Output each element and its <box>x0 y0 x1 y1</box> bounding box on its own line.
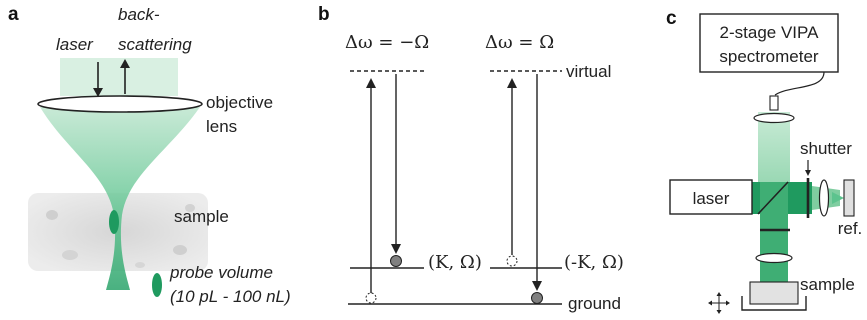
spectrometer-label-line2: spectrometer <box>719 47 819 66</box>
delta-omega-left: Δω = −Ω <box>345 32 429 53</box>
beam-splitter <box>757 181 789 215</box>
sample-beam <box>760 182 788 282</box>
reference-sample <box>843 179 855 217</box>
laser-box <box>669 179 753 215</box>
panel-b: b Δω = −Ω Δω = Ω virtual (K, Ω) (-K, Ω) … <box>318 4 624 313</box>
shutter-label: shutter <box>800 139 852 158</box>
coupling-lens <box>753 112 795 124</box>
panel-a-label: a <box>8 4 19 25</box>
ref-label: ref. <box>838 219 863 238</box>
back-scattering-label-line2: scattering <box>118 35 192 54</box>
initial-state-empty-left <box>365 292 377 304</box>
objective-lens <box>37 95 203 113</box>
objective-label-line2: lens <box>206 117 237 136</box>
sample-objective <box>755 252 793 264</box>
panel-a: a laser back- scattering obj <box>8 4 291 306</box>
objective-label-line1: objective <box>206 93 273 112</box>
panel-b-label: b <box>318 4 330 25</box>
incident-beam <box>60 58 178 96</box>
probe-volume-label: probe volume <box>169 263 273 282</box>
probe-volume-legend-icon <box>152 273 162 297</box>
backscatter-up-arrow <box>120 59 130 94</box>
ground-label: ground <box>568 294 621 313</box>
panel-c-label: c <box>666 8 677 29</box>
laser-source-label: laser <box>693 189 730 208</box>
left-excitation-arrow <box>366 78 376 297</box>
right-emission-arrow <box>532 74 542 291</box>
shutter-arrow <box>805 160 811 176</box>
virtual-label: virtual <box>566 62 611 81</box>
optical-fiber <box>774 71 825 96</box>
spectrometer-box <box>699 13 839 73</box>
right-excitation-arrow <box>507 78 517 255</box>
translation-arrows-icon <box>708 292 730 314</box>
reference-focus <box>832 192 844 204</box>
laser-down-arrow <box>93 62 103 97</box>
signal-beam <box>758 112 790 182</box>
delta-omega-right: Δω = Ω <box>485 32 554 53</box>
sample-holder <box>749 281 799 305</box>
laser-label: laser <box>56 35 94 54</box>
final-state-filled-right <box>531 292 543 304</box>
panel-c: c 2-stage VIPA spectrometer laser shutte… <box>666 8 862 314</box>
probe-volume-focus <box>109 210 119 234</box>
probe-volume-range: (10 pL - 100 nL) <box>170 287 291 306</box>
back-scattering-label-line1: back- <box>118 5 160 24</box>
left-emission-arrow <box>391 74 401 254</box>
focusing-beam <box>40 107 200 290</box>
state-label-right: (-K, Ω) <box>564 252 624 273</box>
state-label-left: (K, Ω) <box>428 252 482 273</box>
sample-setup-label: sample <box>800 275 855 294</box>
spectrometer-label-line1: 2-stage VIPA <box>720 23 820 42</box>
initial-state-empty-right <box>506 255 518 267</box>
sample-label: sample <box>174 207 229 226</box>
fiber-coupler <box>769 95 779 111</box>
reference-lens <box>818 179 830 217</box>
final-state-filled-left <box>390 255 402 267</box>
sample-stage <box>741 296 807 311</box>
